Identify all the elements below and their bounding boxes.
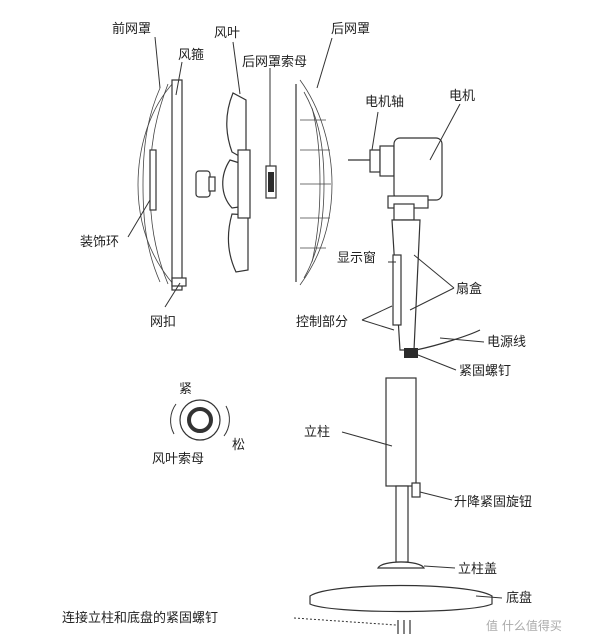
label-rear-cover: 后网罩 (331, 22, 370, 37)
label-front-cover: 前网罩 (112, 21, 151, 37)
label-fan-box: 扇盒 (456, 281, 482, 297)
label-control-part: 控制部分 (296, 315, 348, 330)
motor-drawing (348, 137, 443, 209)
label-blade-nut: 风叶索母 (152, 452, 204, 467)
pole-drawing (377, 377, 425, 569)
label-loosen: 松 (232, 438, 245, 453)
label-lift-knob: 升降紧固旋钮 (454, 495, 532, 510)
label-fix-screw: 紧固螺钉 (459, 364, 511, 379)
blade-drawing (222, 92, 251, 273)
label-base: 底盘 (506, 590, 532, 606)
label-power-cord: 电源线 (487, 335, 526, 350)
base-drawing (309, 584, 493, 634)
label-pole-cap: 立柱盖 (458, 562, 497, 577)
label-tighten: 紧 (179, 382, 192, 397)
blade-nut-ring-drawing (170, 399, 230, 441)
label-blade: 风叶 (214, 26, 240, 41)
fan-box-drawing (391, 203, 481, 358)
label-decor-ring: 装饰环 (80, 235, 119, 250)
label-display-window: 显示窗 (337, 250, 376, 266)
label-clip: 网扣 (150, 315, 176, 330)
leader-lines (127, 36, 503, 626)
label-base-screws: 连接立柱和底盘的紧固螺钉 (62, 610, 218, 626)
label-rear-cover-nut: 后网罩索母 (242, 55, 307, 70)
watermark: 值 什么值得买 (486, 618, 562, 633)
rear-cover-nut-drawing (265, 165, 277, 199)
blade-nut-small-drawing (195, 170, 216, 198)
label-grille: 风箍 (178, 47, 204, 63)
label-motor-shaft: 电机轴 (365, 95, 404, 110)
front-cover-drawing (137, 79, 187, 291)
label-motor: 电机 (449, 89, 475, 104)
label-pole: 立柱 (304, 425, 330, 440)
rear-cover-drawing (295, 79, 333, 286)
